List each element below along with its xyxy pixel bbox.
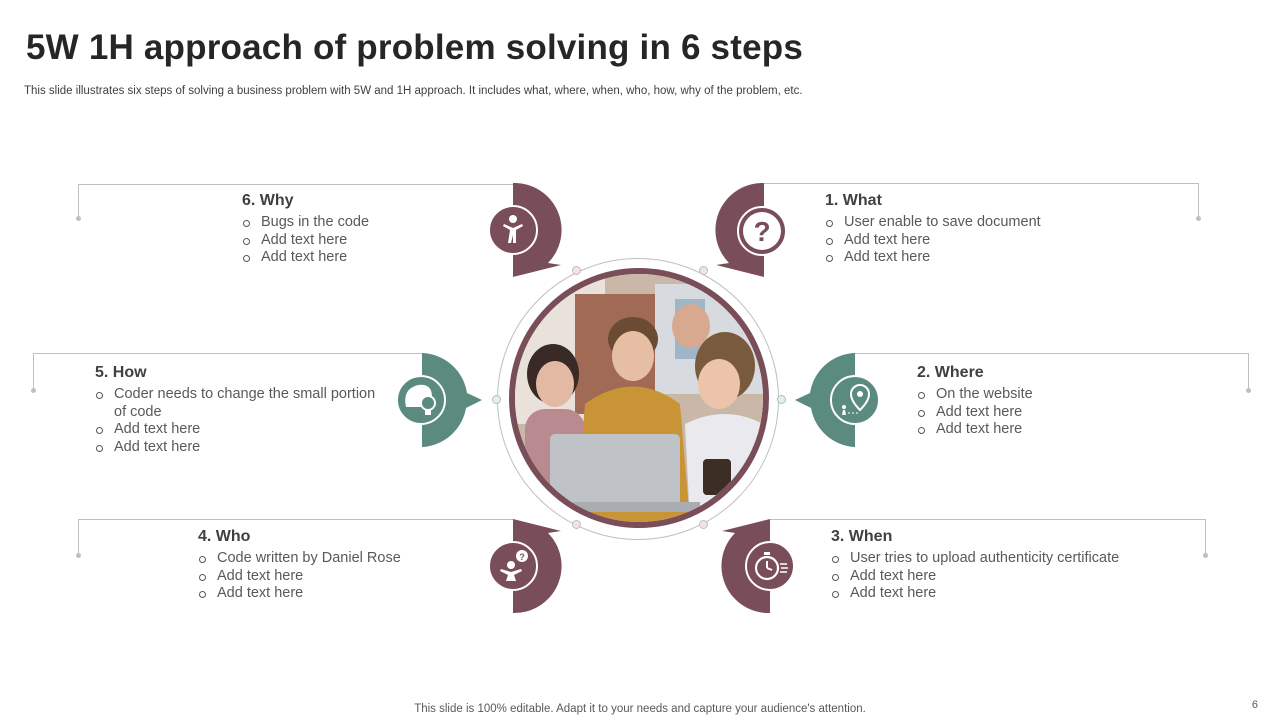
step-where-item: Add text here: [917, 404, 1177, 422]
connector-dot-why: [76, 216, 81, 221]
step-why: 6. Why Bugs in the code Add text here Ad…: [242, 192, 482, 267]
step-what-item: Add text here: [825, 249, 1125, 267]
ring-dot-who: [572, 520, 581, 529]
ring-dot-where: [777, 395, 786, 404]
ring-dot-how: [492, 395, 501, 404]
team-around-laptop-photo: [515, 274, 763, 522]
where-shape: [795, 353, 855, 447]
step-who-heading: 4. Who: [198, 528, 251, 545]
connector-line-how: [33, 353, 423, 354]
head-lightbulb-icon: [396, 375, 446, 425]
step-what-item: User enable to save document: [825, 214, 1125, 232]
svg-text:?: ?: [519, 552, 525, 562]
step-when-item: Add text here: [831, 585, 1171, 603]
how-shape: [422, 353, 482, 447]
step-how-item: Add text here: [95, 421, 385, 439]
step-where-heading: 2. Where: [917, 364, 984, 381]
footer-note: This slide is 100% editable. Adapt it to…: [414, 703, 866, 715]
page-subtitle: This slide illustrates six steps of solv…: [24, 85, 803, 97]
step-when-item: Add text here: [831, 568, 1171, 586]
step-who-item: Add text here: [198, 585, 458, 603]
step-what-heading: 1. What: [825, 192, 882, 209]
connector-line-who: [78, 519, 514, 520]
page-title: 5W 1H approach of problem solving in 6 s…: [26, 28, 803, 67]
question-mark-icon: ?: [737, 206, 787, 256]
step-how: 5. How Coder needs to change the small p…: [95, 364, 385, 456]
step-how-heading: 5. How: [95, 364, 147, 381]
step-who-item: Add text here: [198, 568, 458, 586]
stopwatch-icon: [745, 541, 795, 591]
step-who: 4. Who Code written by Daniel Rose Add t…: [198, 528, 458, 603]
connector-line-what: [764, 183, 1199, 184]
connector-dot-when: [1203, 553, 1208, 558]
connector-line-why: [78, 184, 514, 185]
center-team-photo: [509, 268, 769, 528]
step-what: 1. What User enable to save document Add…: [825, 192, 1125, 267]
step-why-item: Add text here: [242, 249, 482, 267]
connector-dot-who: [76, 553, 81, 558]
connector-drop-how: [33, 353, 34, 389]
svg-text:?: ?: [753, 216, 770, 247]
step-why-heading: 6. Why: [242, 192, 294, 209]
connector-drop-what: [1198, 183, 1199, 218]
confused-person-icon: [488, 205, 538, 255]
step-when-item: User tries to upload authenticity certif…: [831, 550, 1171, 568]
connector-dot-how: [31, 388, 36, 393]
step-where-item: Add text here: [917, 421, 1177, 439]
connector-dot-what: [1196, 216, 1201, 221]
step-how-item: Coder needs to change the small portion …: [95, 386, 385, 421]
connector-drop-who: [78, 519, 79, 555]
connector-drop-when: [1205, 519, 1206, 555]
connector-drop-why: [78, 184, 79, 218]
connector-dot-where: [1246, 388, 1251, 393]
step-where: 2. Where On the website Add text here Ad…: [917, 364, 1177, 439]
step-why-item: Bugs in the code: [242, 214, 482, 232]
step-when: 3. When User tries to upload authenticit…: [831, 528, 1171, 603]
ring-dot-when: [699, 520, 708, 529]
step-when-heading: 3. When: [831, 528, 893, 545]
page-number: 6: [1251, 699, 1258, 711]
ring-dot-why: [572, 266, 581, 275]
step-where-item: On the website: [917, 386, 1177, 404]
ring-dot-what: [699, 266, 708, 275]
location-pin-icon: [830, 375, 880, 425]
connector-drop-where: [1248, 353, 1249, 389]
connector-line-where: [855, 353, 1248, 354]
person-question-icon: ?: [488, 541, 538, 591]
connector-line-when: [770, 519, 1205, 520]
step-how-item: Add text here: [95, 439, 385, 457]
step-who-item: Code written by Daniel Rose: [198, 550, 458, 568]
step-what-item: Add text here: [825, 232, 1125, 250]
step-why-item: Add text here: [242, 232, 482, 250]
